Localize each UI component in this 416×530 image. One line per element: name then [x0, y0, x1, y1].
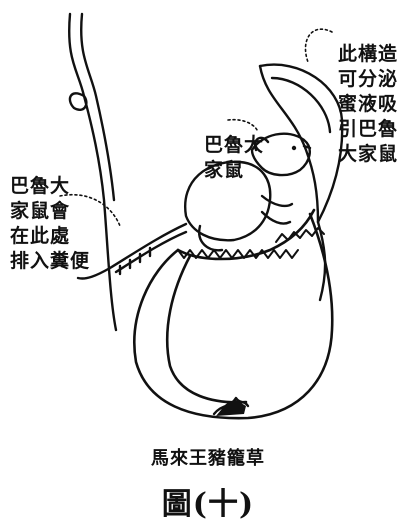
- annotation-droppings: 巴魯大 家鼠會 在此處 排入糞便: [10, 174, 90, 274]
- leader-arrows: [60, 29, 332, 226]
- pitcher-lid: [260, 65, 342, 300]
- figure-number: 圖(十): [0, 479, 416, 523]
- annotation-rat: 巴魯大 家鼠: [204, 133, 264, 183]
- plant-caption: 馬來王豬籠草: [0, 444, 416, 470]
- tendril: [69, 14, 116, 330]
- annotation-nectar-structure: 此構造 可分泌 蜜液吸 引巴魯 大家鼠: [338, 42, 398, 167]
